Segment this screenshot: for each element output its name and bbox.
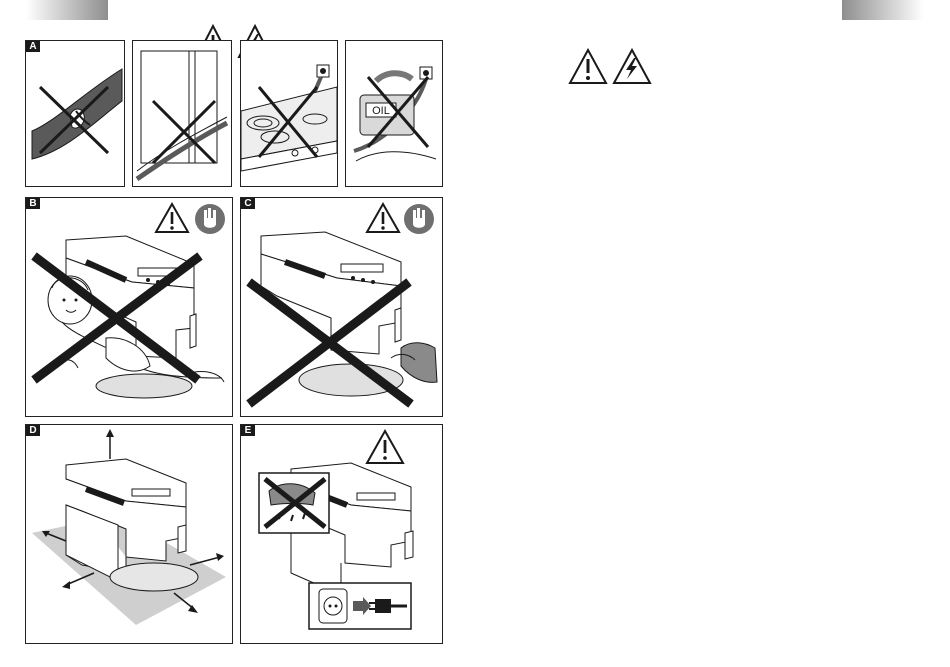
panel-label: E <box>241 425 255 436</box>
panel-e-water: E <box>240 424 443 644</box>
panel-label: D <box>26 425 40 436</box>
hand-stop-icon <box>195 204 225 234</box>
electric-shock-warning-icon <box>614 50 650 83</box>
panel-label: B <box>26 198 40 209</box>
illustration-keep-away-from-children <box>26 198 232 416</box>
panel-d-clearance: D <box>25 424 233 644</box>
illustration-cord-oil: OIL <box>346 41 442 186</box>
warning-triangle-icon <box>570 50 606 83</box>
illustration-cord-hot-surface <box>241 41 337 186</box>
panel-a-oil: OIL <box>345 40 443 187</box>
panel-c-cleaning: C <box>240 197 443 417</box>
illustration-unplug-before-cleaning <box>241 198 442 416</box>
warning-triangle-icon <box>367 431 403 463</box>
warning-triangle-icon <box>367 204 399 232</box>
warning-triangle-icon <box>156 204 188 232</box>
panel-a-edge: A <box>25 40 125 187</box>
header-tab-right <box>842 0 924 20</box>
illustration-cord-hanging-edge <box>26 41 124 186</box>
panel-b-child: B <box>25 197 233 417</box>
panel-label: C <box>241 198 255 209</box>
illustration-installation-clearance <box>26 425 232 643</box>
panel-a-hob <box>240 40 338 187</box>
illustration-cord-door <box>133 41 231 186</box>
hand-stop-icon <box>404 204 434 234</box>
panel-label: A <box>26 41 40 52</box>
illustration-keep-dry-unplug <box>241 425 442 643</box>
oil-can-label: OIL <box>372 105 390 117</box>
right-warning-icons <box>568 48 652 86</box>
header-tab-left <box>26 0 108 20</box>
panel-a-door <box>132 40 232 187</box>
